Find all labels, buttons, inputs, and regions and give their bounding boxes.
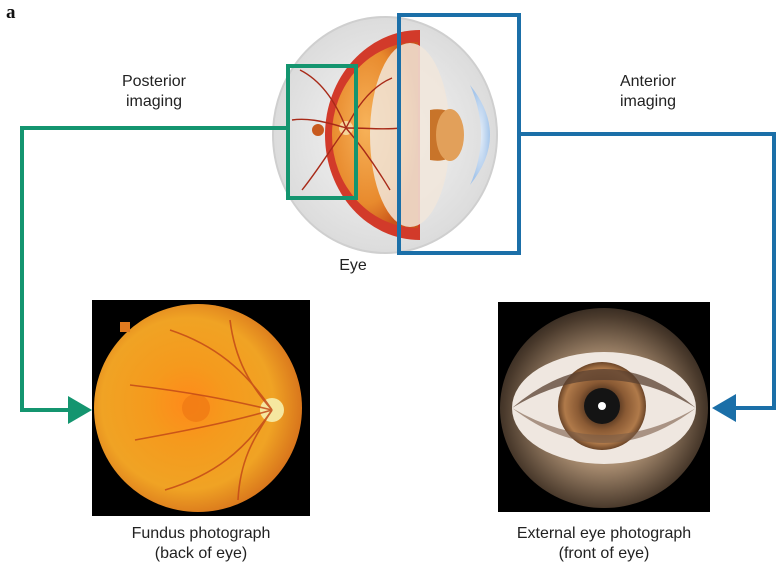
posterior-imaging-label: Posterior imaging [104, 72, 204, 112]
external-caption-line1: External eye photograph [486, 524, 722, 544]
fundus-caption: Fundus photograph (back of eye) [96, 524, 306, 564]
anterior-label-line1: Anterior [598, 72, 698, 92]
fundus-photograph [92, 300, 310, 516]
posterior-label-line2: imaging [104, 92, 204, 112]
external-eye-photograph [498, 302, 710, 512]
fundus-macula [182, 394, 210, 422]
external-caption-line2: (front of eye) [486, 544, 722, 564]
anterior-label-line2: imaging [598, 92, 698, 112]
eye-illustration [273, 17, 497, 253]
external-eye-reflection [598, 402, 606, 410]
posterior-label-line1: Posterior [104, 72, 204, 92]
eye-label: Eye [328, 256, 378, 276]
macula [312, 124, 324, 136]
eye-lens [436, 109, 464, 161]
fundus-caption-line1: Fundus photograph [96, 524, 306, 544]
anterior-arrowhead [712, 394, 736, 422]
fundus-caption-line2: (back of eye) [96, 544, 306, 564]
external-caption: External eye photograph (front of eye) [486, 524, 722, 564]
posterior-arrowhead [68, 396, 92, 424]
anterior-imaging-label: Anterior imaging [598, 72, 698, 112]
